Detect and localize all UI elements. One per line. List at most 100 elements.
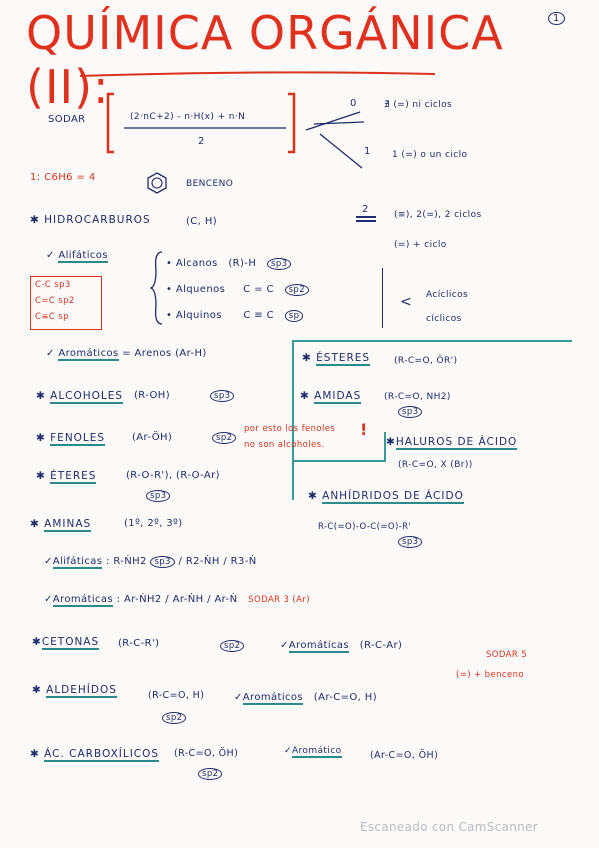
bond-box-line-0: C-C sp3	[35, 280, 71, 290]
aminas-heading: ✱ AMINAS	[30, 518, 92, 532]
bond-hybridization-box	[30, 276, 102, 330]
alquinos-hyb: sp	[284, 310, 304, 322]
aldehidos-formula: (R-C=O, H)	[148, 690, 205, 701]
sodar-brackets	[106, 92, 296, 154]
alcoholes-formula: (R-OH)	[134, 390, 171, 401]
haluros-formula: (R-C=O, X (Br))	[398, 460, 473, 470]
amidas-formula: (R-C=O, NH2)	[384, 392, 451, 402]
alquenos-name: Alquenos	[175, 284, 226, 295]
aldehidos-aromaticos-row: ✓Aromáticos (Ar-C=O, H)	[234, 692, 378, 705]
hidrocarburos-formula: (C, H)	[186, 216, 218, 227]
anhidridos-heading-text: ANHÍDRIDOS DE ÁCIDO	[322, 490, 464, 504]
alquenos-formula: C = C	[243, 284, 274, 295]
right-column-step-line	[384, 432, 386, 460]
sodar-result-1-value: 1	[364, 146, 371, 157]
acidos-heading-text: ÁC. CARBOXÍLICOS	[44, 748, 160, 762]
fenoles-exclaim: !	[360, 420, 368, 439]
aminas-grades: (1º, 2º, 3º)	[124, 518, 183, 529]
aromaticos-row: ✓ Aromáticos = Arenos (Ar-H)	[46, 348, 207, 361]
cetonas-heading: ✱CETONAS	[32, 636, 100, 650]
alcoholes-heading: ✱ ALCOHOLES	[36, 390, 124, 404]
benzene-formula: 1: C6H6 = 4	[30, 172, 96, 183]
sodar-result-0-value: 0	[350, 98, 357, 109]
aminas-aromaticas-formula: : Ar-ṄH2 / Ar-ṄH / Ar-Ṅ	[116, 594, 238, 605]
fenoles-note-2: no son alcoholes.	[244, 440, 325, 450]
amidas-heading: ✱ AMIDAS	[300, 390, 362, 404]
anhidridos-heading: ✱ ANHÍDRIDOS DE ÁCIDO	[308, 490, 464, 504]
ring-type-aciclicos: Acíclicos	[426, 290, 469, 300]
ring-type-ciclicos: cíclicos	[426, 314, 462, 324]
cetonas-aromaticas-formula: (R-C-Ar)	[359, 640, 403, 651]
alcoholes-heading-text: ALCOHOLES	[50, 390, 124, 404]
bond-box-line-1: C=C sp2	[35, 296, 75, 306]
anhidridos-formula: R-C(=O)-O-C(=O)-R'	[318, 522, 412, 532]
aldehidos-hyb: sp2	[162, 712, 187, 724]
aminas-aromaticas-label: Aromáticas	[52, 594, 114, 607]
aldehidos-heading-text: ALDEHÍDOS	[46, 684, 117, 698]
eteres-formula: (R-O-R'), (R-O-Ar)	[126, 470, 220, 481]
hidro-item-alcanos: • Alcanos (R)-H sp3	[166, 258, 292, 270]
eteres-heading: ✱ ÉTERES	[36, 470, 97, 484]
esteres-heading-text: ÉSTERES	[316, 352, 371, 366]
right-column-step-line-2	[292, 460, 386, 462]
cetonas-aromaticas-label: Aromáticas	[288, 640, 350, 653]
aldehidos-heading: ✱ ALDEHÍDOS	[32, 684, 117, 698]
ring-types-arrow: <	[400, 294, 413, 310]
cetonas-aromaticas-row: ✓Aromáticas (R-C-Ar)	[280, 640, 403, 653]
scanner-watermark: Escaneado con CamScanner	[360, 820, 538, 834]
aminas-heading-text: AMINAS	[44, 518, 92, 532]
fenoles-heading: ✱ FENOLES	[36, 432, 106, 446]
fenoles-hyb: sp2	[212, 432, 237, 444]
alquinos-formula: C ≡ C	[243, 310, 275, 321]
sodar-branches	[305, 111, 365, 169]
alquinos-name: Alquinos	[175, 310, 222, 321]
amidas-hyb: sp3	[398, 406, 423, 418]
sodar-result-1-meaning: 1 (=) o un ciclo	[392, 150, 468, 160]
esteres-formula: (R-C=O, ÖR')	[394, 356, 458, 366]
aminas-alifaticas-row: ✓Alifáticas : R-ṄH2 sp3 / R2-ṄH / R3-Ṅ	[44, 556, 257, 569]
hidro-item-alquenos: • Alquenos C = C sp2	[166, 284, 310, 296]
acidos-aromatico-row: ✓Aromático	[284, 746, 342, 758]
eteres-heading-text: ÉTERES	[50, 470, 97, 484]
amidas-heading-text: AMIDAS	[314, 390, 362, 404]
benzene-name: BENCENO	[186, 179, 234, 189]
fenoles-note-1: por esto los fenoles	[244, 424, 336, 434]
haluros-heading: ✱HALUROS DE ÁCIDO	[386, 436, 518, 450]
aminas-aromaticas-row: ✓Aromáticas : Ar-ṄH2 / Ar-ṄH / Ar-Ṅ SODA…	[44, 594, 310, 607]
fenoles-heading-text: FENOLES	[50, 432, 106, 446]
sodar-result-2-meaning: (≡), 2(=), 2 ciclos	[394, 210, 482, 220]
hidrocarburos-heading-text: HIDROCARBUROS	[44, 214, 151, 226]
benzene-formula-text: 1: C6H6 = 4	[30, 172, 96, 183]
right-column-left-line	[292, 340, 294, 500]
haluros-heading-text: HALUROS DE ÁCIDO	[395, 436, 518, 450]
alquenos-hyb: sp2	[284, 284, 310, 296]
fenoles-formula: (Ar-ÖH)	[132, 432, 173, 443]
aromaticos-text: = Arenos (Ar-H)	[122, 348, 207, 359]
alcanos-hyb: sp3	[267, 258, 292, 270]
aminas-alifaticas-formula: : R-ṄH2	[105, 556, 147, 567]
right-column-top-line	[292, 340, 572, 342]
benzene-ring-icon	[147, 172, 167, 194]
sodar-result-2-value: 2	[362, 204, 369, 215]
title-underline	[80, 71, 436, 77]
hidrocarburos-heading: ✱ HIDROCARBUROS	[30, 214, 151, 226]
cetonas-note-2: (=) + benceno	[456, 670, 524, 680]
hidro-item-alquinos: • Alquinos C ≡ C sp	[166, 310, 304, 322]
alcoholes-hyb: sp3	[210, 390, 235, 402]
acidos-formula: (R-C=O, ÖH)	[174, 748, 239, 759]
aminas-aromaticas-note: SODAR 3 (Ar)	[248, 595, 310, 605]
sodar-label: SODAR	[48, 114, 86, 125]
page-number: 1	[548, 12, 565, 25]
anhidridos-hyb: sp3	[398, 536, 423, 548]
sodar-result-0-meaning: ∄ (=) ni ciclos	[384, 100, 453, 110]
aromaticos-label: Aromáticos	[58, 348, 119, 361]
sodar-numerator: (2·nC+2) - n·H(x) + n·N	[130, 112, 246, 122]
alcanos-formula: (R)-H	[228, 258, 257, 269]
aminas-alifaticas-label: Alifáticas	[52, 556, 103, 569]
alifaticos-brace	[150, 251, 163, 325]
sodar-result-3-meaning: (=) + ciclo	[394, 240, 447, 250]
bond-box-line-2: C≡C sp	[35, 312, 69, 322]
aminas-alifaticas-hyb: sp3	[150, 556, 175, 568]
cetonas-hyb: sp2	[220, 640, 245, 652]
cetonas-note-1: SODAR 5	[486, 650, 528, 660]
